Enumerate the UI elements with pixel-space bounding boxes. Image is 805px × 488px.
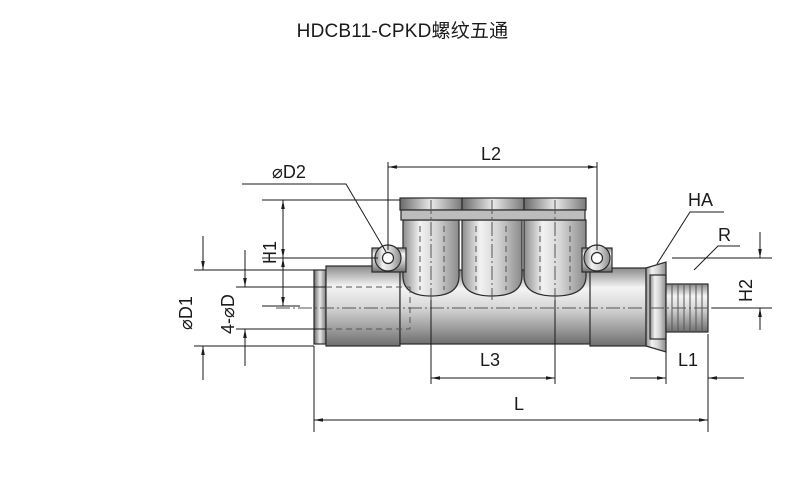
page-title: HDCB11-CPKD螺纹五通 (296, 21, 509, 42)
label-ha: HA (688, 190, 713, 210)
left-collar (313, 269, 327, 345)
mounting-lug-right (581, 244, 613, 273)
fitting-body (276, 197, 720, 353)
right-neck (589, 267, 647, 347)
mounting-lug-left (371, 244, 407, 273)
label-l3: L3 (480, 350, 500, 370)
label-l2: L2 (481, 144, 501, 164)
label-l1: L1 (678, 350, 698, 370)
dimension-lines (194, 162, 772, 432)
label-d2: ⌀D2 (272, 162, 306, 182)
label-d1: ⌀D1 (176, 296, 196, 330)
label-h2: H2 (736, 279, 756, 302)
left-socket (325, 265, 401, 347)
label-h1: H1 (260, 241, 280, 264)
label-four-d: 4-⌀D (218, 294, 238, 334)
top-collar-2 (461, 197, 525, 211)
label-r: R (718, 225, 731, 245)
hex-nut (645, 261, 667, 353)
label-l: L (514, 394, 524, 414)
